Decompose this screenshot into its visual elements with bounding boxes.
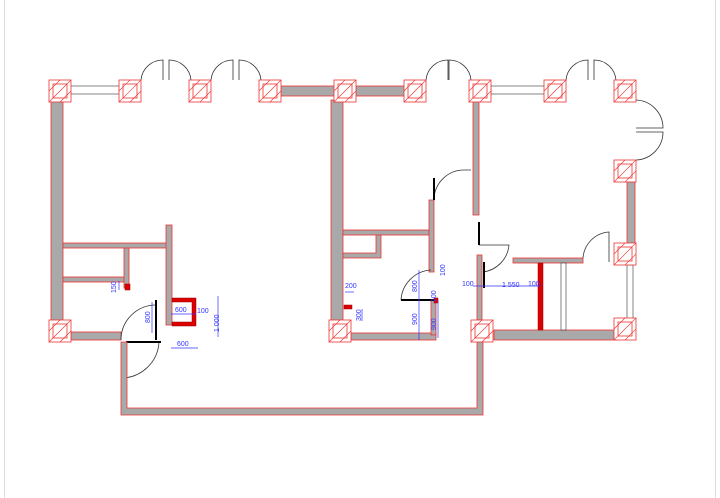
dim-label: 800 [145,311,152,323]
wall-top [355,85,409,97]
column [48,319,72,343]
dim-label: 900 [412,313,419,325]
column [613,159,637,183]
column [333,79,357,103]
dim-label: 800 [412,280,419,292]
columns [48,79,637,343]
column [470,319,494,343]
window-right [626,264,634,321]
wall-bottom-left [70,331,122,341]
wall-interior [62,276,127,283]
drawing-sheet: 150 800 600 100 1 000 600 200 300 800 90… [4,0,716,498]
dim-label: 600 [177,341,189,348]
door-swing [400,269,432,301]
dim-label: 1 550 [502,282,520,289]
dim-label: 600 [175,307,187,314]
column [613,242,637,266]
dim-label: 150 [111,281,118,293]
wall-right-part [472,99,480,216]
column [468,79,492,103]
column [328,319,352,343]
wall-middle [330,99,344,323]
wall-left [50,99,64,323]
fixture-marker [124,283,131,291]
wall-bottom-right [493,329,617,341]
door-swing [582,231,610,262]
door-swing [433,169,471,201]
dim-label: 900 [431,318,438,330]
wall-interior [165,224,173,326]
column [48,79,72,103]
column [118,79,142,103]
door-swing [120,304,157,341]
wall-interior [342,234,382,259]
column [258,79,282,103]
wall-interior [62,242,172,249]
wall-corridor [120,339,484,416]
dim-label: 100 [197,308,209,315]
wall-interior [123,247,130,289]
wall-right [626,179,636,246]
dim-label: 200 [345,283,357,290]
wall-top [280,85,339,97]
wall-interior [476,254,483,321]
column [188,79,212,103]
dimensions: 150 800 600 100 1 000 600 200 300 800 90… [111,264,541,349]
wall-interior [342,229,430,236]
door-swing [479,244,510,273]
dim-label: 100 [431,290,438,302]
window-top-right [490,85,549,95]
wall-interior [512,257,584,264]
column [403,79,427,103]
dim-label: 300 [356,309,363,321]
window-top-left [62,85,124,95]
column [543,79,567,103]
dim-label: 100 [528,281,540,288]
dim-label: 1 000 [214,314,221,332]
dim-label: 100 [462,281,474,288]
column [613,317,637,341]
partition-hatched [560,262,567,331]
double-door-top [140,59,664,161]
fixture-marker [343,304,353,310]
partition-red [537,262,544,331]
column [613,79,637,103]
shower-enclosure [171,297,197,327]
floor-plan: 150 800 600 100 1 000 600 200 300 800 90… [48,59,664,416]
dim-label: 100 [440,264,447,276]
wall-interior [428,199,435,273]
wall-bottom-middle [350,332,437,341]
